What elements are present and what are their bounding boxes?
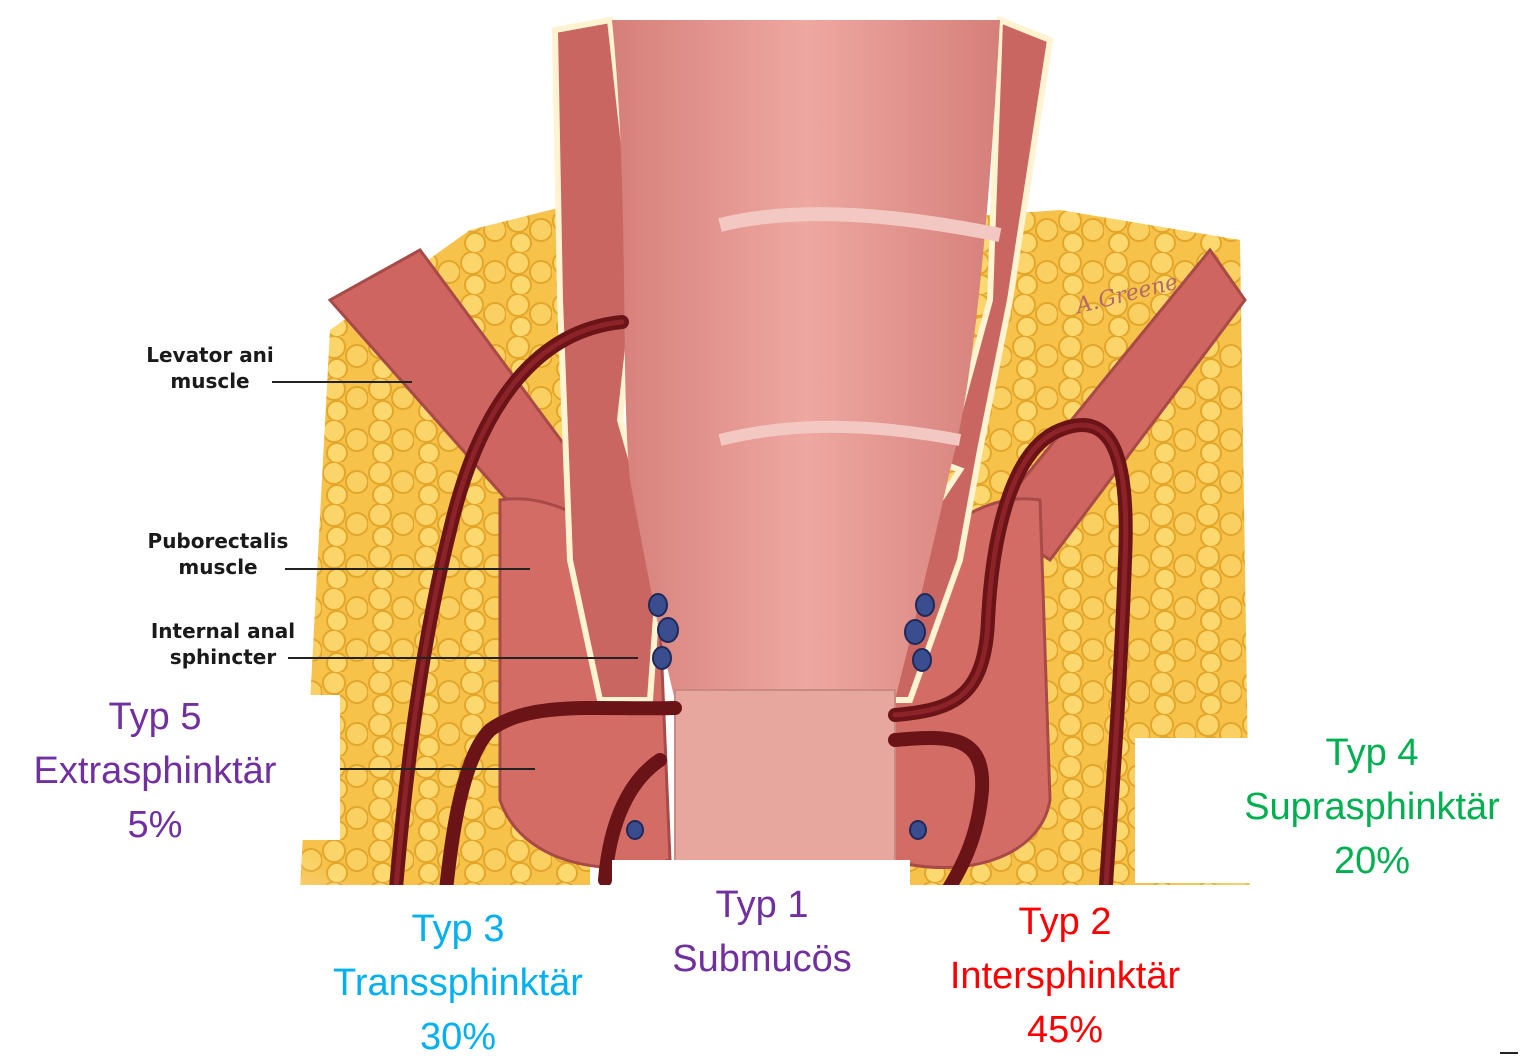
leader-internal-anal-sphincter (288, 657, 638, 659)
leader-typ5 (340, 768, 535, 770)
label-typ5-extrasphincteric: Typ 5 Extrasphinktär 5% (0, 690, 310, 852)
label-typ1-submucous: Typ 1 Submucös (612, 878, 912, 986)
corner-dash (1500, 1052, 1518, 1054)
label-typ4-suprasphincteric: Typ 4 Suprasphinktär 20% (1222, 726, 1522, 888)
label-typ3-transsphincteric: Typ 3 Transsphinktär 30% (308, 902, 608, 1064)
leader-puborectalis (285, 568, 530, 570)
leader-levator-ani (272, 381, 412, 383)
label-typ2-intersphincteric: Typ 2 Intersphinktär 45% (915, 895, 1215, 1057)
